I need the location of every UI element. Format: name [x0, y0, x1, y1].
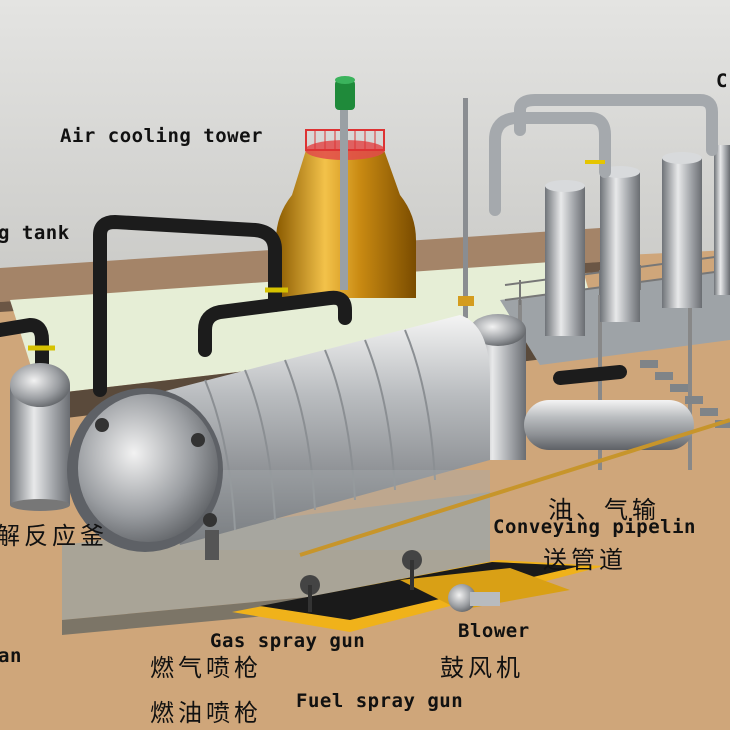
condenser-columns [545, 145, 730, 336]
label-oil-gas-zh: 油、气输 [548, 496, 660, 524]
label-gas-spray-gun: Gas spray gun [210, 630, 366, 652]
label-conveying-pipeline-zh: 送管道 [543, 546, 627, 574]
conveying-pipeline [299, 418, 730, 557]
label-gas-spray-gun-zh: 燃气喷枪 [150, 654, 262, 682]
label-top-right-partial: C [716, 70, 728, 92]
label-blower-zh: 鼓风机 [440, 654, 524, 682]
label-fuel-spray-gun-zh: 燃油喷枪 [150, 699, 262, 727]
left-tank [10, 363, 70, 511]
air-cooling-tower [276, 76, 416, 298]
label-fuel-spray-gun: Fuel spray gun [296, 690, 464, 712]
label-conveying-pipeline: Conveying pipelin [493, 516, 696, 538]
label-tank-partial: g tank [0, 222, 70, 244]
black-pipes [0, 214, 627, 397]
label-air-cooling-tower: Air cooling tower [60, 125, 263, 147]
label-blower: Blower [458, 620, 530, 642]
label-reactor-zh: 解反应釜 [0, 522, 108, 550]
pyrolysis-reactor [67, 315, 490, 560]
burner-pit [232, 550, 604, 632]
overhead-pipes [489, 94, 718, 216]
label-left-partial: an [0, 645, 22, 667]
